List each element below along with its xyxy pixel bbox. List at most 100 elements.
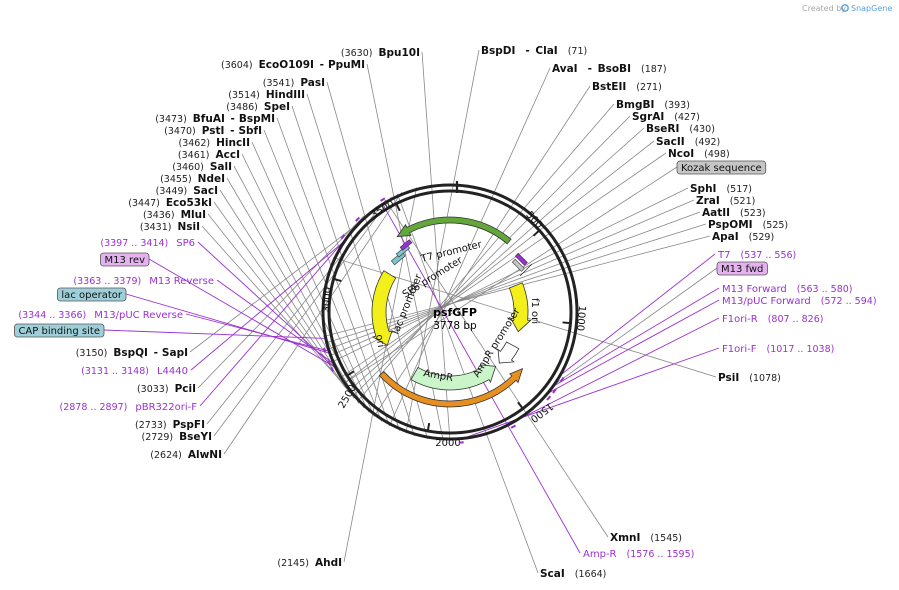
- box-text: M13 rev: [105, 255, 146, 266]
- site-right-bseri[interactable]: BseRI(430): [646, 123, 715, 135]
- site-pos: (3462): [179, 138, 211, 149]
- boxed-label-lac-operator[interactable]: lac operator: [57, 287, 127, 302]
- ampr-promoter-feature-arrow[interactable]: [497, 341, 520, 364]
- boxed-label-m13-rev[interactable]: M13 rev: [100, 252, 150, 267]
- site-left-pasi[interactable]: PasI (3541): [263, 77, 325, 89]
- site-right-bsteii[interactable]: BstEII(271): [592, 81, 662, 93]
- site-left-pcii[interactable]: PciI(3033): [137, 383, 196, 395]
- site-right-bspdi[interactable]: BspDI-ClaI(71): [481, 45, 587, 57]
- site-pos: (3541): [263, 78, 295, 89]
- site-right-apai[interactable]: ApaI(529): [712, 231, 774, 243]
- primer-f1ori-f[interactable]: F1ori-F(1017 .. 1038): [722, 344, 834, 355]
- boxed-label-cap-binding-site[interactable]: CAP binding site: [14, 323, 105, 338]
- site-sep: -: [320, 59, 324, 71]
- primer-m13-forward[interactable]: M13 Forward(563 .. 580): [722, 284, 853, 295]
- primer-m13-puc-forward[interactable]: M13/pUC Forward(572 .. 594): [722, 296, 877, 307]
- primer-l4440[interactable]: L4440 (3131 .. 3148): [81, 366, 188, 377]
- ampr-promoter-label: AmpR promoter: [471, 306, 523, 380]
- site-left-ndei[interactable]: NdeI(3455): [160, 173, 225, 185]
- site-name: PstI: [202, 125, 225, 137]
- site-right-zrai[interactable]: ZraI(521): [696, 195, 755, 207]
- site-left-pspfi[interactable]: PspFI(2733): [135, 419, 205, 431]
- site-left-bpu10i[interactable]: Bpu10I(3630): [341, 47, 420, 59]
- site-name: BseYI: [179, 431, 212, 443]
- site-left-acci[interactable]: AccI(3461): [178, 149, 240, 161]
- site-right-avai[interactable]: AvaI-BsoBI(187): [552, 63, 667, 75]
- primer-name: Amp-R: [583, 549, 617, 560]
- site-pos: (3436): [143, 210, 175, 221]
- site-pos: (517): [726, 184, 752, 195]
- site-pos: (71): [568, 46, 588, 57]
- site-right-psii[interactable]: PsiI(1078): [718, 372, 781, 384]
- primer-name: F1ori-F: [722, 344, 757, 355]
- site-name: Eco53kI: [166, 197, 212, 209]
- site-left-mlui[interactable]: MluI (3436): [143, 209, 206, 221]
- site-left-eco53ki[interactable]: Eco53kI(3447): [128, 197, 212, 209]
- primer-m13-puc-reverse[interactable]: M13/pUC Reverse(3344 .. 3366): [18, 310, 183, 321]
- site-left-alwni[interactable]: AlwNI(2624): [150, 449, 222, 461]
- primer-pos: (1576 .. 1595): [627, 549, 695, 560]
- site-name: Bpu10I: [378, 47, 420, 59]
- site-left-ecoo109i[interactable]: PpuMI-EcoO109I(3604): [221, 59, 365, 71]
- site-pos: (187): [641, 64, 667, 75]
- site-right-pspomi[interactable]: PspOMI(525): [708, 219, 788, 231]
- label-box: [100, 252, 150, 267]
- site-left-hindiii[interactable]: HindIII(3514): [228, 89, 305, 101]
- primer-name: L4440: [157, 366, 188, 377]
- site-left-spei[interactable]: SpeI(3486): [226, 101, 290, 113]
- site-pos: (2145): [277, 558, 309, 569]
- boxed-label-m13-fwd[interactable]: M13 fwd: [716, 261, 768, 276]
- site-pos: (393): [664, 100, 690, 111]
- site-name: PasI: [300, 77, 325, 89]
- site-name2: PpuMI: [328, 59, 365, 71]
- site-name2: SapI: [162, 347, 188, 359]
- boxed-label-kozak-sequence[interactable]: Kozak sequence: [676, 160, 767, 175]
- site-left-bseyi[interactable]: BseYI(2729): [142, 431, 212, 443]
- orange-feature-arrow[interactable]: [378, 367, 524, 408]
- label-box: [14, 323, 105, 338]
- ori-label: ori: [373, 334, 386, 349]
- site-right-ncoi[interactable]: NcoI(498): [668, 148, 730, 160]
- plasmid-name: psfGFP: [433, 306, 477, 319]
- site-name: AatII: [702, 207, 730, 219]
- primer-pos: (2878 .. 2897): [60, 402, 128, 413]
- site-right-aatii[interactable]: AatII(523): [702, 207, 766, 219]
- site-left-sali[interactable]: SalI(3460): [172, 161, 232, 173]
- f1-ori-feature-arrow[interactable]: [508, 282, 532, 333]
- primer-f1ori-r[interactable]: F1ori-R(807 .. 826): [722, 314, 823, 325]
- site-name: SalI: [210, 161, 232, 173]
- site-right-bmgbi[interactable]: BmgBI(393): [616, 99, 690, 111]
- site-name: PciI: [175, 383, 196, 395]
- site-left-hincii[interactable]: HincII(3462): [179, 137, 251, 149]
- primer-pos: (572 .. 594): [821, 296, 877, 307]
- site-right-scai[interactable]: ScaI(1664): [540, 568, 606, 580]
- site-right-sphi[interactable]: SphI(517): [690, 183, 752, 195]
- site-right-xmni[interactable]: XmnI(1545): [610, 532, 682, 544]
- sfgfp-feature-arrow[interactable]: [396, 216, 512, 245]
- site-left-ahdi[interactable]: AhdI(2145): [277, 557, 342, 569]
- site-left-psti[interactable]: SbfI-PstI(3470): [164, 125, 262, 137]
- primer-pos: (3344 .. 3366): [18, 310, 86, 321]
- site-left-bfuai[interactable]: BspMI-BfuAI(3473): [155, 113, 275, 125]
- site-pos: (1078): [749, 373, 781, 384]
- site-left-bspqi[interactable]: SapI-BspQI(3150): [76, 347, 188, 359]
- site-left-saci[interactable]: SacI(3449): [156, 185, 218, 197]
- primer-amp-r[interactable]: Amp-R (1576 .. 1595): [583, 549, 694, 560]
- site-name: MluI: [181, 209, 206, 221]
- primer-t7[interactable]: T7(537 .. 556): [717, 250, 796, 261]
- ori-feature-arrow[interactable]: [371, 270, 397, 346]
- primer-pbr322ori-f[interactable]: pBR322ori-F(2878 .. 2897): [60, 402, 198, 413]
- site-right-sgrai[interactable]: SgrAI(427): [632, 111, 700, 123]
- site-name: AlwNI: [188, 449, 222, 461]
- primer-sp6[interactable]: SP6(3397 .. 3414): [100, 238, 195, 249]
- primer-m13-reverse[interactable]: M13 Reverse(3363 .. 3379): [73, 276, 214, 287]
- primer-pos: (3131 .. 3148): [81, 366, 149, 377]
- site-pos: (430): [689, 124, 715, 135]
- site-left-nsii[interactable]: NsiI(3431): [140, 221, 200, 233]
- site-name: NsiI: [177, 221, 200, 233]
- ampr-feature-arrow[interactable]: [410, 364, 497, 391]
- site-sep: -: [525, 45, 529, 57]
- site-sep: -: [588, 63, 592, 75]
- site-right-sacii[interactable]: SacII(492): [656, 136, 720, 148]
- site-name: PspFI: [173, 419, 205, 431]
